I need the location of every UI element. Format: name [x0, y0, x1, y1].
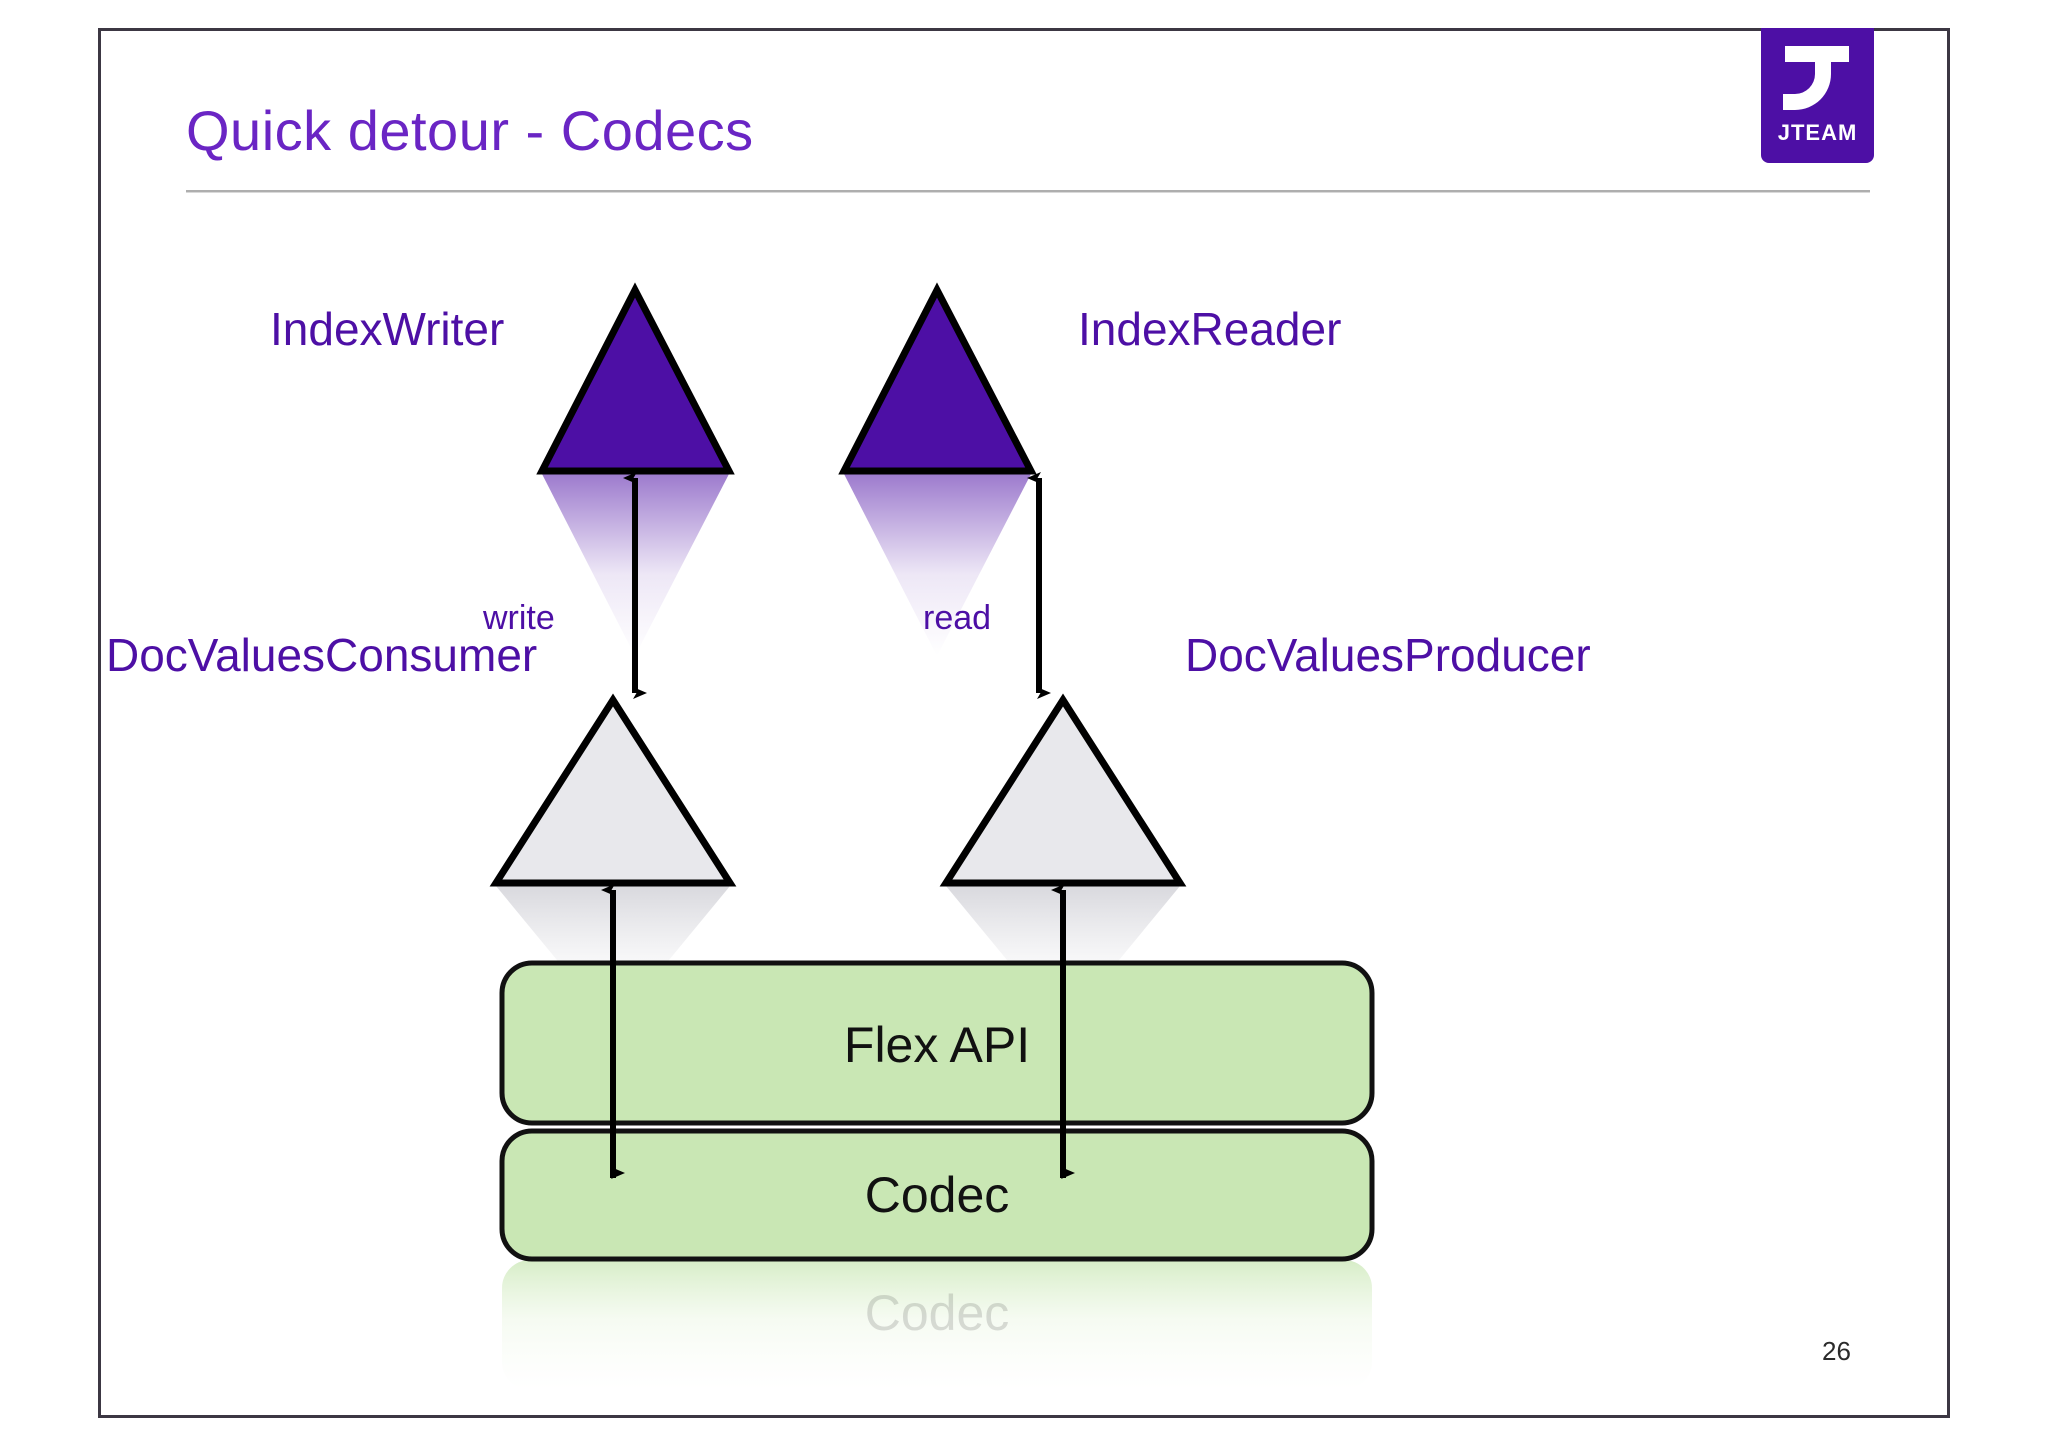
- codec-label: Codec: [864, 1167, 1010, 1223]
- docvalues-producer-label: DocValuesProducer: [1185, 629, 1591, 681]
- jteam-j-glyph-icon: [1783, 46, 1849, 110]
- docvalues-consumer-label: DocValuesConsumer: [106, 629, 538, 681]
- index-writer-shape[interactable]: [536, 282, 735, 475]
- codec-architecture-diagram: Codec: [98, 28, 1950, 1418]
- codec-box[interactable]: [499, 1128, 1375, 1262]
- diagram-canvas: Codec: [489, 282, 1375, 1390]
- write-edge-label: write: [483, 599, 555, 637]
- read-edge-label: read: [923, 599, 992, 637]
- flex-api-box[interactable]: [499, 960, 1375, 1126]
- codec-box-reflection: Codec: [502, 1260, 1372, 1390]
- index-reader-label: IndexReader: [1078, 303, 1342, 355]
- index-reader-shape[interactable]: [838, 282, 1037, 475]
- index-reader-reflection: [844, 474, 1031, 656]
- title-divider: [186, 190, 1870, 193]
- page-title: Quick detour - Codecs: [186, 99, 754, 162]
- index-writer-label: IndexWriter: [270, 303, 505, 355]
- page-number: 26: [1822, 1336, 1851, 1366]
- flex-api-label: Flex API: [843, 1017, 1031, 1073]
- docvalues-consumer-shape[interactable]: [489, 693, 737, 887]
- docvalues-producer-shape[interactable]: [939, 693, 1187, 887]
- jteam-wordmark: JTEAM: [1777, 120, 1858, 145]
- codec-reflection-label: Codec: [865, 1285, 1010, 1341]
- jteam-logo: JTEAM: [1761, 28, 1874, 163]
